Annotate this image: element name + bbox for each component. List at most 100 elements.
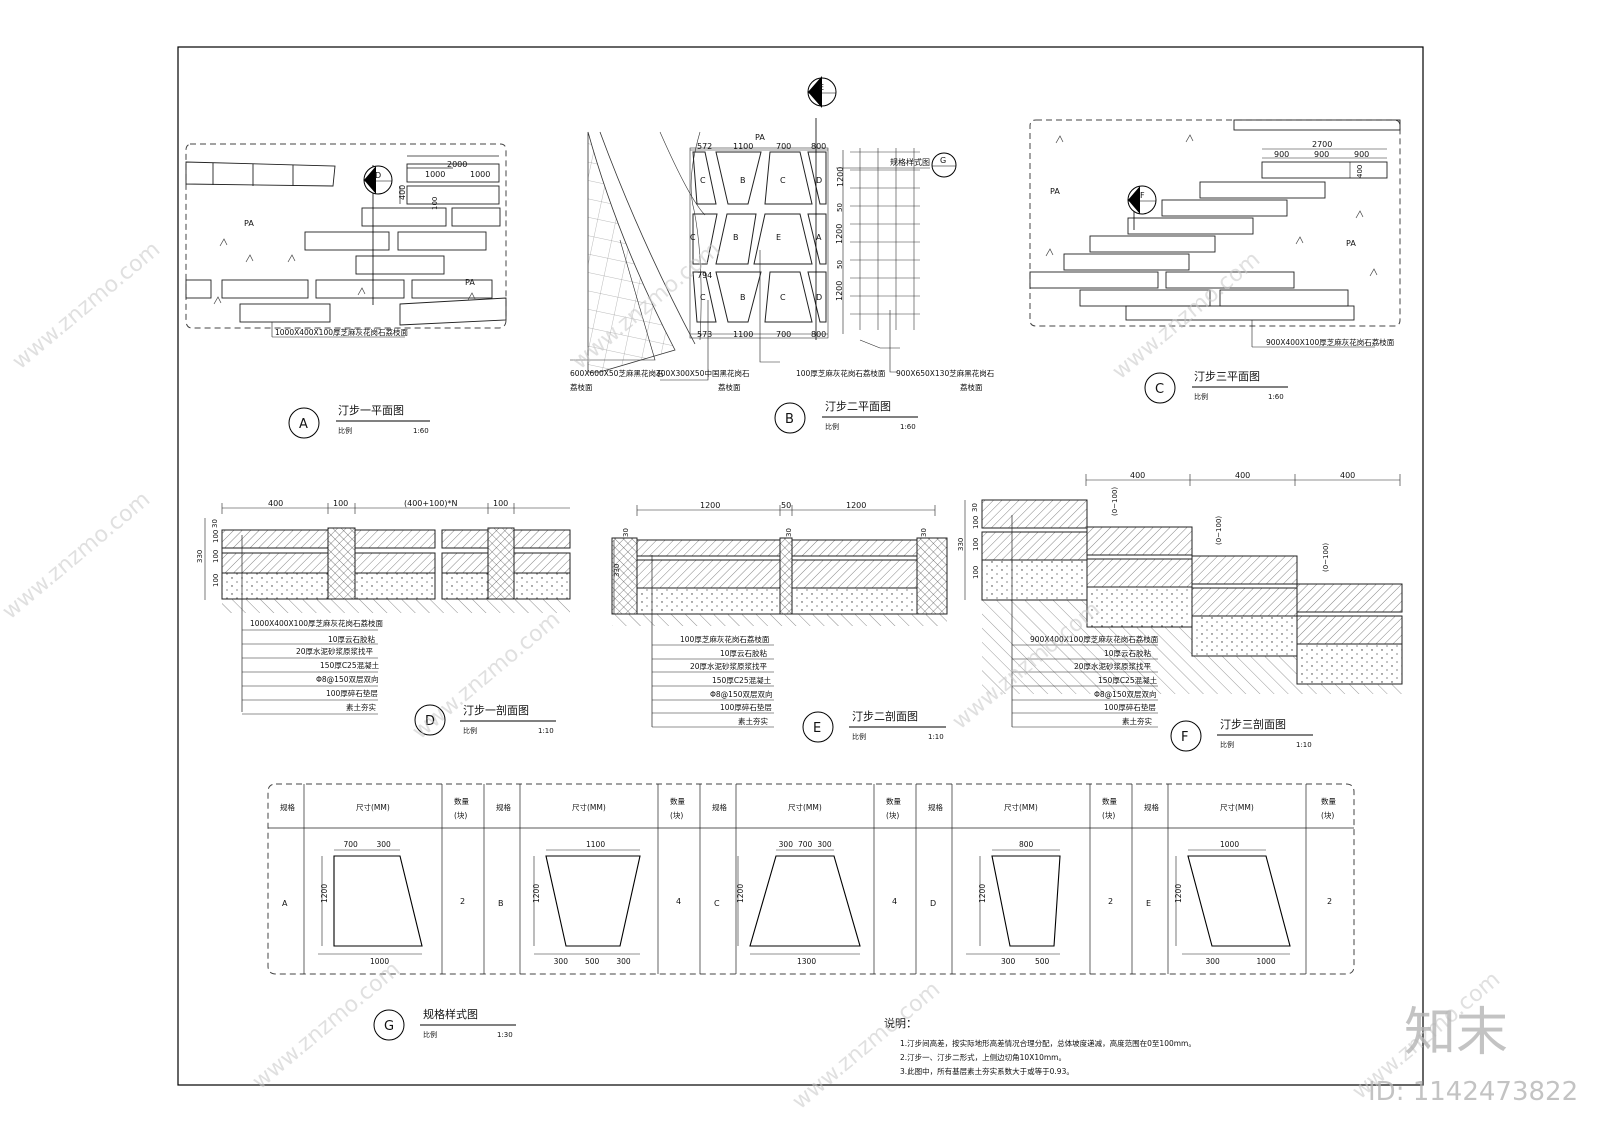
dimension: 300	[779, 840, 794, 849]
drawing-title: 汀步三剖面图	[1220, 717, 1286, 731]
drawing-symbol-e[interactable]	[802, 711, 834, 743]
layer-label: 150厚C25混凝土	[712, 675, 772, 685]
dimension: 300	[817, 840, 832, 849]
drawing-symbol-g[interactable]	[373, 1009, 405, 1041]
dimension: 1100	[586, 840, 605, 849]
svg-text:D: D	[375, 171, 381, 180]
plan-c: 2700 900 900 900 400 F PA PA 900X400X100…	[1029, 119, 1401, 404]
dimension: 900	[1354, 150, 1369, 159]
dimension: 1000	[470, 170, 490, 179]
spec-shape	[1187, 855, 1291, 947]
scale-value: 1:60	[900, 423, 916, 431]
layer-label: 100厚碎石垫层	[720, 702, 772, 712]
dimension: 1100	[733, 142, 753, 151]
dimension: 1000	[1257, 957, 1276, 966]
svg-text:比例: 比例	[463, 726, 477, 735]
scale-value: 1:10	[538, 727, 554, 735]
cell-label: B	[740, 293, 746, 302]
cell-label: C	[700, 293, 706, 302]
dimension: 1000	[370, 957, 389, 966]
dimension: 1200	[835, 224, 844, 244]
watermark-id: ID: 1142473822	[1368, 1077, 1578, 1107]
header-qty-unit: (块)	[1102, 810, 1115, 820]
dimension: 573	[697, 330, 712, 339]
dimension: 2700	[1312, 140, 1332, 149]
pa-label: PA	[755, 133, 765, 142]
header-qty-unit: (块)	[454, 810, 467, 820]
header-qty-unit: (块)	[1321, 810, 1334, 820]
drawing-symbol-d[interactable]	[414, 704, 446, 736]
svg-text:www.znzmo.com: www.znzmo.com	[0, 487, 155, 625]
material-note: 900X650X130芝麻黑花岗石	[896, 368, 995, 378]
spec-shape	[333, 855, 423, 947]
drawing-symbol-a[interactable]	[288, 407, 320, 439]
dimension: 300	[1001, 957, 1016, 966]
note-item: 1.汀步间高差，按实际地形高差情况合理分配，总体坡度递减，高度范围在0至100m…	[900, 1038, 1196, 1048]
drawing-symbol-f[interactable]	[1170, 720, 1202, 752]
svg-text:F: F	[1140, 191, 1145, 200]
dimension: 500	[585, 957, 600, 966]
header-guige: 规格	[928, 802, 943, 812]
spec-qty: 4	[676, 897, 681, 906]
layer-label: 20厚水泥砂浆原浆找平	[690, 661, 768, 671]
scale-value: 1:10	[1296, 741, 1312, 749]
dimension: 500	[1035, 957, 1050, 966]
svg-text:比例: 比例	[338, 426, 352, 435]
step-height: (0~100)	[1215, 516, 1223, 545]
dimension: 50	[836, 260, 844, 269]
dimension: 50	[836, 203, 844, 212]
drawing-title: 规格样式图	[423, 1007, 478, 1021]
dimension: 700	[344, 840, 359, 849]
dimension: 1000	[425, 170, 445, 179]
cell-label: B	[733, 233, 739, 242]
header-qty: 数量	[1321, 796, 1337, 806]
spec-shape	[545, 855, 641, 947]
layer-label: 10厚云石胶粘	[1104, 648, 1152, 658]
layer-label: 100厚芝麻灰花岗石荔枝面	[680, 634, 770, 644]
dimension: 400	[398, 185, 407, 200]
svg-text:比例: 比例	[825, 422, 839, 431]
spec-title: G 规格样式图 比例 1:30	[373, 1007, 516, 1041]
dimension: 800	[1019, 840, 1034, 849]
material-note: 100厚芝麻灰花岗石荔枝面	[796, 368, 886, 378]
dimension: 300	[554, 957, 569, 966]
dimension: 400	[1235, 471, 1250, 480]
dimension: 330	[613, 564, 621, 577]
material-note: 600X600X50芝麻黑花岗石	[570, 368, 664, 378]
dimension: 1100	[733, 330, 753, 339]
dimension: 30	[622, 528, 630, 537]
dimension: 900	[1314, 150, 1329, 159]
layer-label: 100厚碎石垫层	[1104, 702, 1156, 712]
cell-label: C	[780, 293, 786, 302]
dimension: 1200	[836, 167, 845, 187]
step-height: (0~100)	[1111, 487, 1119, 516]
pa-label: PA	[1346, 239, 1356, 248]
layer-label: 10厚云石胶粘	[328, 634, 376, 644]
svg-text:C: C	[1155, 382, 1164, 397]
cell-label: C	[700, 176, 706, 185]
drawing-symbol-c[interactable]	[1144, 372, 1176, 404]
detail-marker-g[interactable]	[931, 152, 957, 178]
header-qty-unit: (块)	[670, 810, 683, 820]
scale-value: 1:10	[928, 733, 944, 741]
dimension: 100	[972, 538, 980, 551]
dimension: 400	[268, 499, 283, 508]
scale-value: 1:60	[413, 427, 429, 435]
spec-name: C	[714, 899, 720, 908]
cell-label: A	[816, 233, 822, 242]
header-qty-unit: (块)	[886, 810, 899, 820]
material-note: 荔枝面	[960, 382, 983, 392]
header-size: 尺寸(MM)	[356, 802, 390, 812]
layer-label: 素土夯实	[346, 702, 376, 712]
drawing-title: 汀步一剖面图	[463, 703, 529, 717]
cell-label: E	[776, 233, 781, 242]
pa-label: PA	[1050, 187, 1060, 196]
material-note: 1000X400X100厚芝麻灰花岗石荔枝面	[275, 327, 408, 337]
svg-text:F: F	[1181, 730, 1188, 745]
svg-text:D: D	[425, 714, 435, 729]
dimension: 1200	[320, 884, 329, 903]
spec-name: E	[1146, 899, 1151, 908]
layer-label: 100厚碎石垫层	[326, 688, 378, 698]
svg-text:E: E	[813, 721, 821, 736]
drawing-symbol-b[interactable]	[774, 402, 806, 434]
